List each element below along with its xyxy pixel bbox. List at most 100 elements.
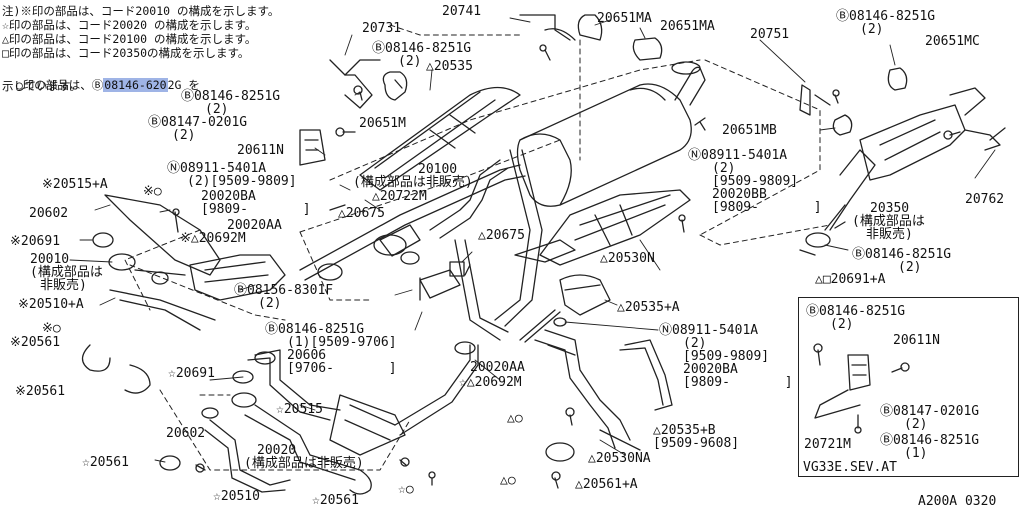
label-20515[interactable]: ☆20515 — [276, 402, 323, 417]
leader-lines — [69, 17, 996, 463]
label-20691A[interactable]: △□20691+A — [815, 272, 886, 287]
qty-08156: (2) — [258, 296, 282, 311]
inset-qty-top: (2) — [830, 317, 854, 332]
label-20010[interactable]: 20010 — [30, 252, 70, 267]
label-20350[interactable]: 20350 — [870, 201, 910, 216]
date-mid-n: [9509-9809] — [683, 349, 770, 364]
date-20020BA-left: [9809- ] — [201, 202, 311, 217]
qty-right: (2) — [860, 22, 884, 37]
label-20651MA-a[interactable]: 20651MA — [597, 11, 652, 26]
label-20731[interactable]: 20731 — [362, 21, 402, 36]
note-20350-a: (構成部品は — [852, 214, 925, 229]
main-muffler-shape — [516, 83, 692, 207]
label-20561-a[interactable]: ※20561 — [10, 335, 61, 350]
inset-label-08146-bot[interactable]: Ⓑ08146-8251G — [880, 433, 980, 448]
lower-tailpipe-shape — [534, 329, 673, 451]
right-heat-shield-shape — [539, 189, 691, 266]
label-20692M-mid[interactable]: ☆△20692M — [459, 375, 522, 390]
label-20722M[interactable]: △20722M — [372, 189, 427, 204]
inset-qty-bot: (1) — [904, 446, 928, 461]
label-20741[interactable]: 20741 — [442, 4, 482, 19]
mark-star-circle: ☆○ — [398, 482, 414, 497]
inset-label-08147[interactable]: Ⓑ08147-0201G — [880, 404, 980, 419]
note-line-5: ○印の部品は、Ⓑ08146-6202G を — [2, 66, 200, 92]
label-20020[interactable]: 20020 — [257, 443, 297, 458]
note-line-2: ☆印の部品は、コード20020 の構成を示します。 — [2, 18, 257, 32]
label-20561-b[interactable]: ※20561 — [15, 384, 66, 399]
label-20675-a[interactable]: △20675 — [338, 206, 385, 221]
inset-caption: VG33E.SEV.AT — [803, 460, 897, 475]
label-08147-0201G[interactable]: Ⓑ08147-0201G — [148, 115, 248, 130]
label-20651MC[interactable]: 20651MC — [925, 34, 980, 49]
label-20535A[interactable]: △20535+A — [617, 300, 680, 315]
date-20606: [9706- ] — [287, 361, 397, 376]
left-catalytic-converter-shape — [104, 194, 286, 331]
label-20651M[interactable]: 20651M — [359, 116, 406, 131]
label-20691-left[interactable]: ※20691 — [10, 234, 61, 249]
inset-variant-box — [798, 297, 1019, 477]
label-20530NA[interactable]: △20530NA — [588, 451, 651, 466]
label-20561A[interactable]: △20561+A — [575, 477, 638, 492]
label-20020AA[interactable]: 20020AA — [227, 218, 282, 233]
label-20100[interactable]: 20100 — [418, 162, 458, 177]
label-08156-8301F[interactable]: Ⓑ08156-8301F — [234, 283, 334, 298]
label-20535[interactable]: △20535 — [426, 59, 473, 74]
mark-tri-circle-a: △○ — [507, 411, 523, 426]
label-08911-5401A-mid[interactable]: Ⓝ08911-5401A — [659, 323, 759, 338]
label-20651MB[interactable]: 20651MB — [722, 123, 777, 138]
qty-right-n: (2) — [712, 161, 736, 176]
inset-qty-mid: (2) — [904, 417, 928, 432]
label-08146-8251G-r2[interactable]: Ⓑ08146-8251G — [852, 247, 952, 262]
label-20602-bot[interactable]: 20602 — [166, 426, 206, 441]
note-line-5-suffix: 2G を — [167, 78, 200, 92]
note-20020: (構成部品は非販売) — [244, 456, 364, 471]
label-20020AA-mid[interactable]: 20020AA — [470, 360, 525, 375]
qty-left: (2) — [205, 102, 229, 117]
label-20530N[interactable]: △20530N — [600, 251, 655, 266]
inset-label-08146-top[interactable]: Ⓑ08146-8251G — [806, 304, 906, 319]
mark-tri-circle-b: △○ — [500, 473, 516, 488]
left-bolts-shape — [172, 85, 363, 233]
qty-top: (2) — [398, 54, 422, 69]
label-20602-top[interactable]: 20602 — [29, 206, 69, 221]
label-20651MA-b[interactable]: 20651MA — [660, 19, 715, 34]
label-20515A[interactable]: ※20515+A — [42, 177, 108, 192]
date-right-n: [9509-9809] — [712, 174, 799, 189]
date-left: (2)[9509-9809] — [187, 174, 297, 189]
note-20010-b: 非販売) — [40, 278, 87, 293]
label-08911-5401A-right[interactable]: Ⓝ08911-5401A — [688, 148, 788, 163]
label-20675-b[interactable]: △20675 — [478, 228, 525, 243]
label-08146-8251G-mid[interactable]: Ⓑ08146-8251G — [265, 322, 365, 337]
mark-circle-star: ※○ — [143, 184, 162, 199]
label-08146-8251G-top[interactable]: Ⓑ08146-8251G — [372, 41, 472, 56]
label-20020BB[interactable]: 20020BB — [712, 187, 767, 202]
upper-heat-shield-shape — [359, 86, 521, 191]
label-20692M-left[interactable]: ※△20692M — [180, 231, 246, 246]
label-20020BA-left[interactable]: 20020BA — [201, 189, 256, 204]
inset-label-20721M[interactable]: 20721M — [804, 437, 851, 452]
label-08146-8251G-right[interactable]: Ⓑ08146-8251G — [836, 9, 936, 24]
label-20691-star[interactable]: ☆20691 — [168, 366, 215, 381]
label-20611N[interactable]: 20611N — [237, 143, 284, 158]
note-line-3: △印の部品は、コード20100 の構成を示します。 — [2, 32, 257, 46]
label-20510[interactable]: ☆20510 — [213, 489, 260, 504]
note-line-6: 示しています。 — [2, 79, 82, 93]
label-20535B[interactable]: △20535+B — [653, 423, 716, 438]
label-20510A[interactable]: ※20510+A — [18, 297, 84, 312]
highlighted-part-number[interactable]: 08146-620 — [103, 78, 168, 92]
mark-circle-star-2: ※○ — [42, 321, 61, 336]
label-20020BA-mid[interactable]: 20020BA — [683, 362, 738, 377]
label-08911-5401A-left[interactable]: Ⓝ08911-5401A — [167, 161, 267, 176]
label-08146-8251G-left[interactable]: Ⓑ08146-8251G — [181, 89, 281, 104]
figure-code: A200A 0320 — [918, 494, 997, 509]
label-20606[interactable]: 20606 — [287, 348, 327, 363]
label-20561-d[interactable]: ☆20561 — [312, 493, 359, 508]
label-20751[interactable]: 20751 — [750, 27, 790, 42]
date-20020BA-mid: [9809- ] — [683, 375, 793, 390]
date-20020BB: [9809- ] — [712, 200, 822, 215]
label-20561-c[interactable]: ☆20561 — [82, 455, 129, 470]
inset-label-20611N[interactable]: 20611N — [893, 333, 940, 348]
label-20762[interactable]: 20762 — [965, 192, 1005, 207]
